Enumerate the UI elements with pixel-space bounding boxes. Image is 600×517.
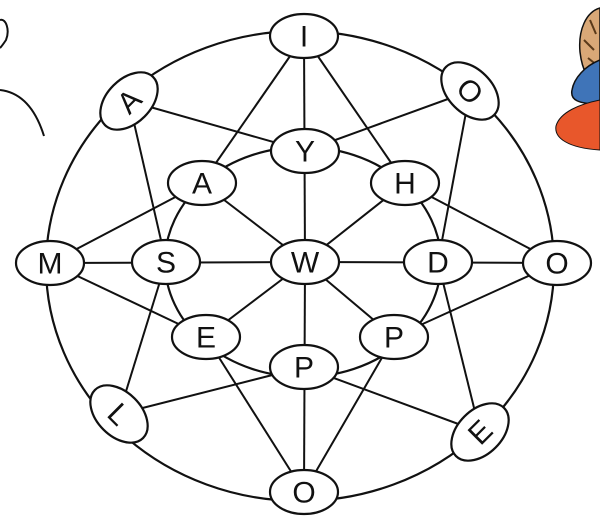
node-letter: D xyxy=(427,247,449,280)
node-letter: A xyxy=(192,168,212,201)
node-in_nw: A xyxy=(166,159,238,207)
node-top: I xyxy=(268,12,340,60)
node-east: O xyxy=(521,239,593,287)
node-in_ne: H xyxy=(369,159,441,207)
node-ne: O xyxy=(440,61,500,121)
node-ellipse xyxy=(268,468,340,516)
node-west: M xyxy=(14,239,86,287)
edge-top-in_ne xyxy=(303,35,406,184)
node-ellipse xyxy=(402,238,474,286)
node-se: E xyxy=(450,402,510,462)
node-ellipse xyxy=(369,159,441,207)
node-letter: M xyxy=(38,248,63,281)
edge-nw-in_w xyxy=(128,100,167,263)
node-letter: Y xyxy=(295,136,315,169)
node-ellipse xyxy=(268,343,340,391)
edge-ne-in_e xyxy=(437,90,471,263)
node-nw: A xyxy=(99,71,159,131)
node-letter: E xyxy=(196,322,216,355)
node-letter: H xyxy=(394,168,416,201)
node-ellipse xyxy=(166,159,238,207)
edge-bottom-in_se xyxy=(303,336,395,493)
node-ellipse xyxy=(521,239,593,287)
left-edge-illustration xyxy=(0,18,45,137)
node-in_sw: E xyxy=(170,313,242,361)
node-letter: W xyxy=(291,247,320,280)
node-ellipse xyxy=(358,313,430,361)
nodes-group: I O O E O L M A Y H D P P E S A W xyxy=(14,12,593,516)
node-ellipse xyxy=(268,12,340,60)
right-edge-illustration xyxy=(555,7,600,151)
node-ellipse xyxy=(89,384,149,444)
node-ellipse xyxy=(99,71,159,131)
edge-top-in_nw xyxy=(201,35,305,184)
edge-sw-in_w xyxy=(118,261,167,415)
node-in_se: P xyxy=(358,313,430,361)
node-letter: P xyxy=(294,352,314,385)
node-bottom: O xyxy=(268,468,340,516)
node-letter: P xyxy=(384,322,404,355)
node-in_n: Y xyxy=(269,127,341,175)
node-in_w: S xyxy=(130,238,202,286)
node-sw: L xyxy=(89,384,149,444)
node-letter: S xyxy=(156,247,176,280)
node-ellipse xyxy=(130,238,202,286)
node-center: W xyxy=(269,238,341,286)
node-letter: O xyxy=(292,477,315,510)
node-letter: I xyxy=(300,21,308,54)
edge-bottom-in_sw xyxy=(205,336,305,493)
node-ellipse xyxy=(450,402,510,462)
node-ellipse xyxy=(14,239,86,287)
node-ellipse xyxy=(269,238,341,286)
node-in_s: P xyxy=(268,343,340,391)
node-in_e: D xyxy=(402,238,474,286)
node-ellipse xyxy=(440,61,500,121)
edge-se-in_e xyxy=(437,261,481,433)
node-letter: O xyxy=(545,248,568,281)
node-ellipse xyxy=(269,127,341,175)
node-ellipse xyxy=(170,313,242,361)
